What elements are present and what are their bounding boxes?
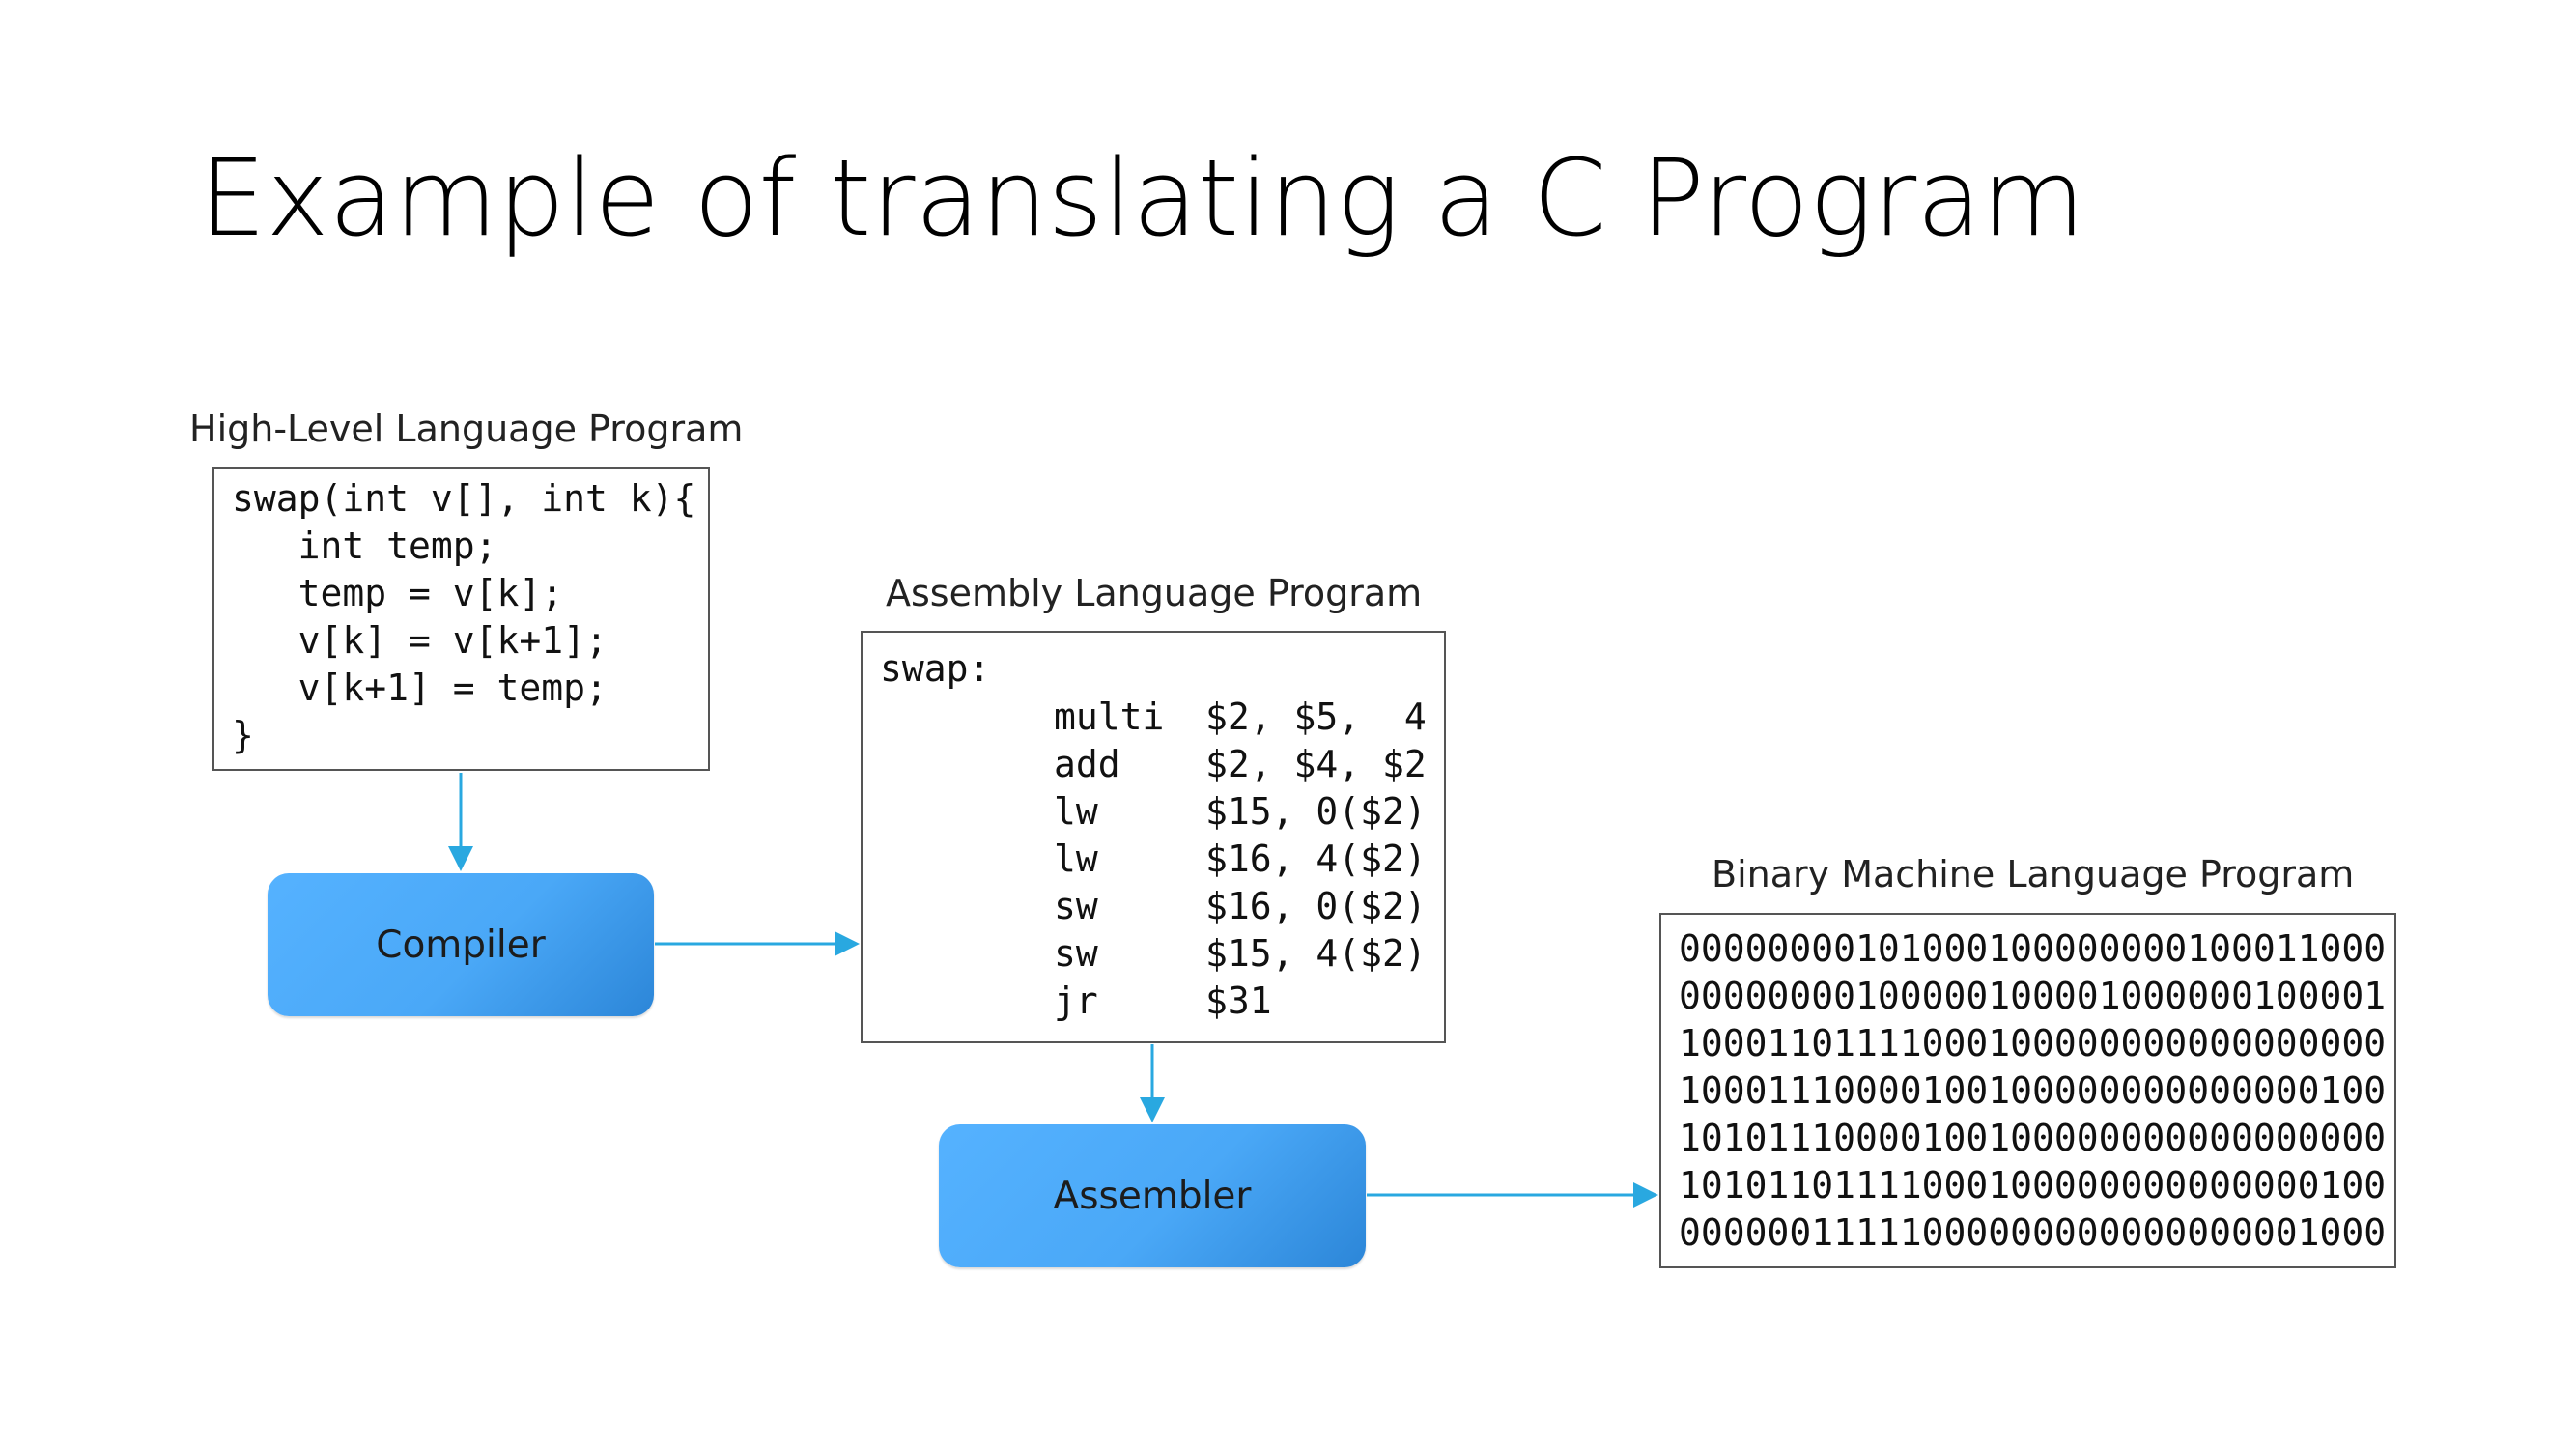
high-level-code-line: v[k+1] = temp; — [232, 667, 608, 709]
binary-code-line: 00000000101000100000000100011000 — [1679, 927, 2387, 970]
arrow-assembly-to-assembler-head — [1140, 1097, 1165, 1122]
assembly-args: $2, $5, 4 — [1205, 696, 1427, 738]
arrow-compiler-to-assembly-head — [835, 931, 860, 956]
binary-code-line: 00000011111000000000000000001000 — [1679, 1211, 2387, 1254]
binary-label: Binary Machine Language Program — [1712, 853, 2355, 895]
high-level-code-box: swap(int v[], int k){ int temp; temp = v… — [212, 467, 710, 771]
high-level-code-line: temp = v[k]; — [232, 572, 564, 614]
compiler-label: Compiler — [376, 923, 546, 967]
high-level-code-line: } — [232, 714, 254, 756]
slide-title: Example of translating a C Program — [199, 136, 2085, 260]
arrow-assembler-to-binary-head — [1633, 1182, 1658, 1208]
binary-code-box: 00000000101000100000000100011000 0000000… — [1659, 913, 2396, 1268]
high-level-code-line: v[k] = v[k+1]; — [232, 619, 608, 662]
assembly-args: $15, 0($2) — [1205, 790, 1427, 833]
assembly-args: $15, 4($2) — [1205, 932, 1427, 975]
binary-code-line: 10001110000100100000000000000100 — [1679, 1069, 2387, 1112]
binary-code-line: 10001101111000100000000000000000 — [1679, 1022, 2387, 1065]
compiler-box: Compiler — [268, 873, 654, 1016]
assembly-op: lw — [1054, 838, 1098, 880]
assembler-box: Assembler — [939, 1124, 1366, 1267]
assembly-args: $31 — [1205, 980, 1272, 1022]
assembly-label: Assembly Language Program — [886, 572, 1423, 614]
assembly-code-box: swap: multi $2, $5, 4 add $2, $4, $2 lw … — [861, 631, 1446, 1043]
binary-code-line: 00000000100000100001000000100001 — [1679, 975, 2387, 1017]
high-level-label: High-Level Language Program — [189, 408, 744, 450]
high-level-code-line: swap(int v[], int k){ — [232, 477, 696, 520]
assembler-label: Assembler — [1053, 1174, 1252, 1218]
assembly-op: jr — [1054, 980, 1098, 1022]
binary-code-line: 10101110000100100000000000000000 — [1679, 1117, 2387, 1159]
assembly-op: lw — [1054, 790, 1098, 833]
assembly-op: sw — [1054, 885, 1098, 927]
assembly-op: multi — [1054, 696, 1165, 738]
assembly-header: swap: — [880, 647, 991, 690]
high-level-code-line: int temp; — [232, 525, 497, 567]
arrow-high-level-to-compiler-head — [448, 846, 473, 871]
assembly-op: add — [1054, 743, 1120, 785]
assembly-op: sw — [1054, 932, 1098, 975]
binary-code-line: 10101101111000100000000000000100 — [1679, 1164, 2387, 1207]
assembly-args: $16, 4($2) — [1205, 838, 1427, 880]
assembly-args: $16, 0($2) — [1205, 885, 1427, 927]
assembly-args: $2, $4, $2 — [1205, 743, 1427, 785]
